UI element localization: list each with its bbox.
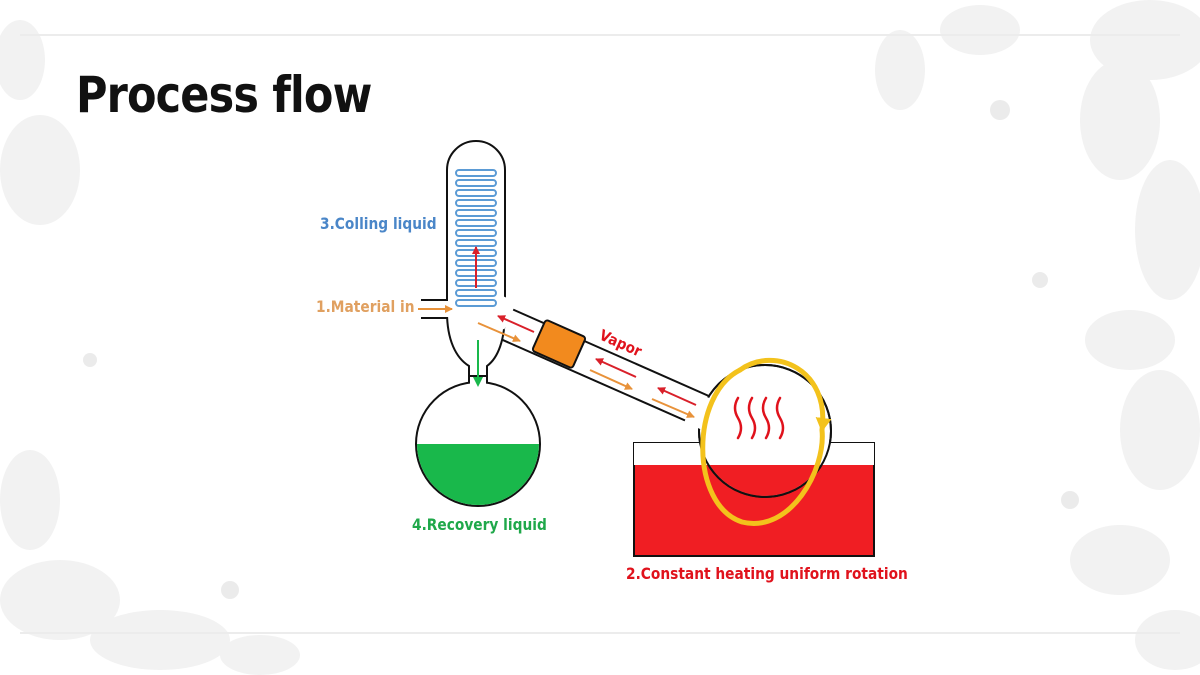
label-recovery-liquid: 4.Recovery liquid [412,515,547,534]
glass-joint [531,319,587,369]
frame-line-top [20,34,1180,36]
page-title: Process flow [76,66,372,124]
frame-line-bottom [20,632,1180,634]
flask-icon [415,375,541,507]
rotation-arrow-icon [700,357,832,526]
heat-wave-icon [733,396,785,440]
label-material-in: 1.Material in [316,297,415,316]
label-heating-rotation: 2.Constant heating uniform rotation [626,564,908,583]
evaporation-flask [634,364,874,498]
label-cooling-liquid: 3.Colling liquid [320,214,437,233]
flow-arrows [418,305,697,418]
